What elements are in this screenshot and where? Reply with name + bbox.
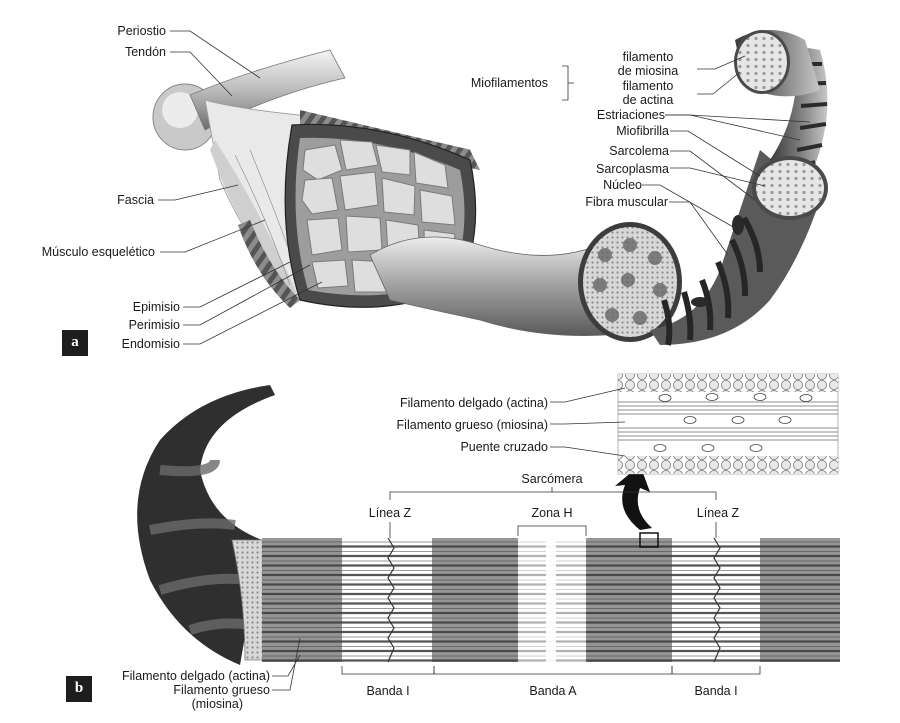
label-musculo-esqueletico: Músculo esquelético [41, 245, 155, 259]
label-endomisio: Endomisio [121, 337, 180, 351]
panel-a-badge: a [62, 330, 88, 356]
panel-b-badge: b [66, 676, 92, 702]
label-filamento-delgado-top: Filamento delgado (actina) [400, 396, 548, 410]
label-miofibrilla: Miofibrilla [616, 124, 669, 138]
label-filamento-grueso-bottom-1: Filamento grueso [173, 683, 270, 697]
label-fascia: Fascia [117, 193, 154, 207]
label-miofilamentos: Miofilamentos [470, 76, 548, 90]
label-fibra-muscular: Fibra muscular [585, 195, 668, 209]
label-sarcoplasma: Sarcoplasma [596, 162, 669, 176]
label-filamento-miosina-2: de miosina [617, 64, 679, 78]
label-sarcomera: Sarcómera [521, 472, 583, 486]
label-linea-z-right: Línea Z [696, 506, 740, 520]
label-sarcolema: Sarcolema [609, 144, 669, 158]
label-banda-i-right: Banda I [694, 684, 738, 698]
label-filamento-actina-1: filamento [622, 79, 674, 93]
label-linea-z-left: Línea Z [368, 506, 412, 520]
label-filamento-actina-2: de actina [622, 93, 674, 107]
label-filamento-miosina-1: filamento [622, 50, 674, 64]
label-banda-i-left: Banda I [366, 684, 410, 698]
label-epimisio: Epimisio [132, 300, 180, 314]
label-filamento-grueso-top: Filamento grueso (miosina) [396, 418, 548, 432]
label-tendon: Tendón [124, 45, 166, 59]
label-puente-cruzado: Puente cruzado [460, 440, 548, 454]
label-nucleo: Núcleo [603, 178, 642, 192]
label-zona-h: Zona H [531, 506, 573, 520]
label-estriaciones: Estriaciones [596, 108, 665, 122]
label-filamento-grueso-bottom-2: (miosina) [191, 697, 243, 711]
label-periostio: Periostio [117, 24, 166, 38]
label-banda-a: Banda A [529, 684, 577, 698]
label-perimisio: Perimisio [128, 318, 180, 332]
label-filamento-delgado-bottom: Filamento delgado (actina) [122, 669, 270, 683]
